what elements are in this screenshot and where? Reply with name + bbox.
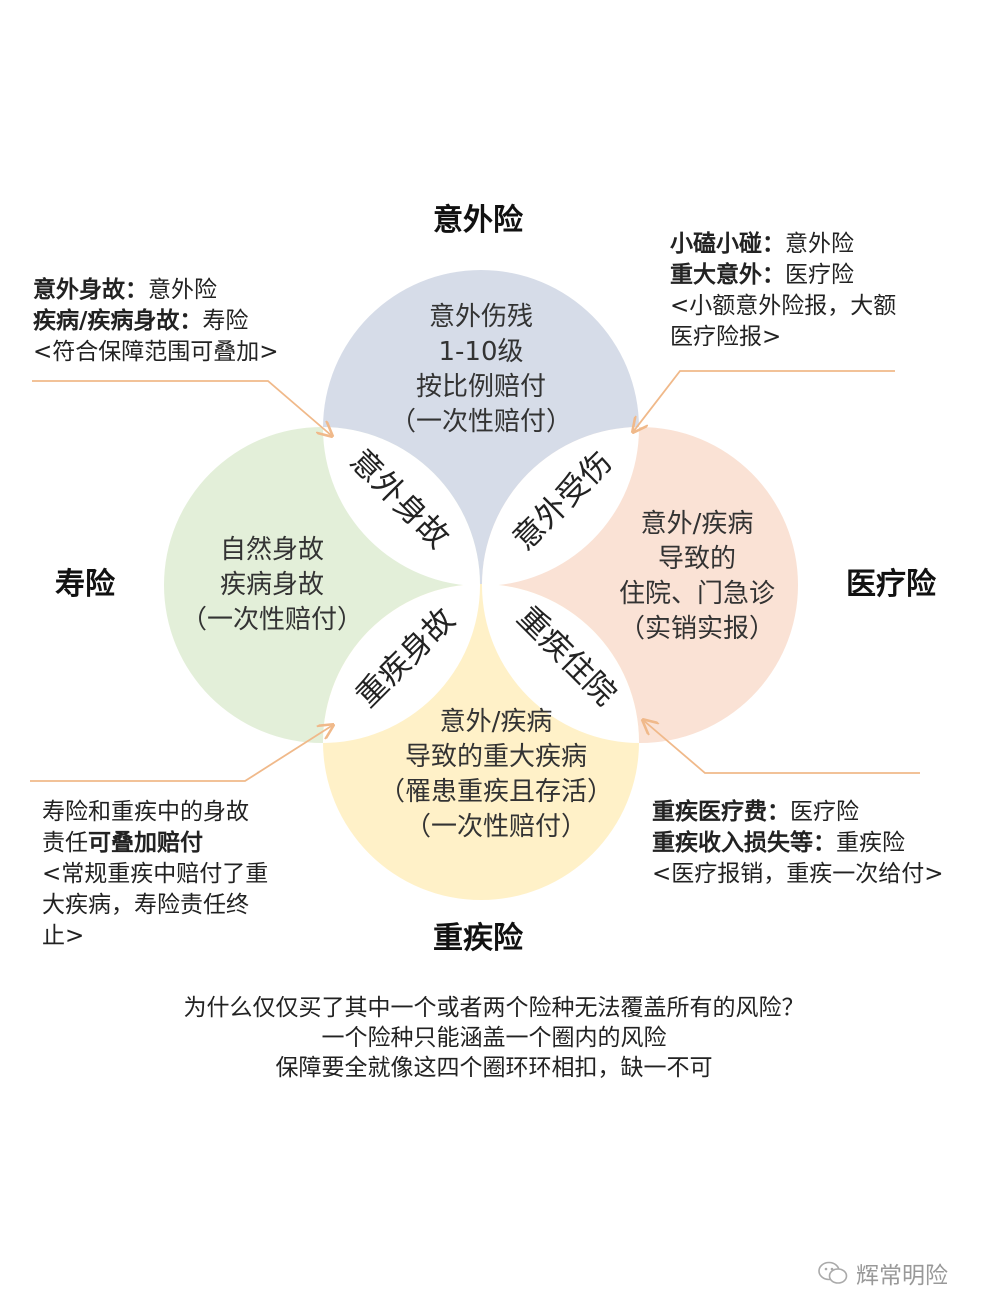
note-bl-text-2: 责任 — [42, 830, 88, 856]
medical-insurance-title: 医疗险 — [846, 567, 936, 602]
note-tr-text-3: <小额意外险报，大额 — [670, 293, 897, 319]
note-tr-bold-1: 小磕小碰： — [670, 231, 785, 257]
accident-line-4: （一次性赔付） — [389, 407, 572, 437]
life-insurance-title: 寿险 — [55, 567, 115, 602]
note-br-bold-1: 重疾医疗费： — [652, 799, 790, 825]
note-bottom-left: 寿险和重疾中的身故 责任可叠加赔付 <常规重疾中赔付了重 大疾病，寿险责任终 止… — [42, 797, 268, 952]
note-br-text-2: 重疾险 — [836, 830, 905, 856]
note-bottom-right: 重疾医疗费：医疗险 重疾收入损失等：重疾险 <医疗报销，重疾一次给付> — [652, 797, 944, 890]
brand-name: 辉常明险 — [856, 1263, 948, 1289]
medical-line-3: 住院、门急诊 — [618, 579, 775, 609]
bottom-line-3: 保障要全就像这四个圈环环相扣，缺一不可 — [275, 1055, 713, 1081]
life-line-2: 疾病身故 — [219, 570, 324, 600]
medical-line-1: 意外/疾病 — [640, 509, 754, 539]
accident-circle-text: 意外伤残 1-10级 按比例赔付 （一次性赔付） — [381, 300, 581, 440]
medical-circle-text: 意外/疾病 导致的 住院、门急诊 （实销实报） — [597, 507, 797, 647]
critical-line-4: （一次性赔付） — [404, 812, 587, 842]
life-line-3: （一次性赔付） — [180, 605, 363, 635]
note-bl-text-5: 止> — [42, 923, 85, 949]
wechat-icon — [818, 1261, 848, 1284]
note-top-left: 意外身故：意外险 疾病/疾病身故：寿险 <符合保障范围可叠加> — [33, 275, 279, 368]
arrow-bottom-left — [30, 725, 333, 782]
accident-line-2: 1-10级 — [438, 337, 524, 367]
accident-line-3: 按比例赔付 — [415, 372, 546, 402]
accident-insurance-title: 意外险 — [433, 203, 523, 238]
note-tl-text-3: <符合保障范围可叠加> — [33, 339, 279, 365]
bottom-caption: 为什么仅仅买了其中一个或者两个险种无法覆盖所有的风险？ 一个险种只能涵盖一个圈内… — [0, 993, 988, 1083]
life-line-1: 自然身故 — [219, 535, 324, 565]
note-tl-text-1: 意外险 — [148, 277, 217, 303]
petal-top-right — [482, 427, 639, 586]
note-tl-bold-1: 意外身故： — [33, 277, 148, 303]
note-top-right: 小磕小碰：意外险 重大意外：医疗险 <小额意外险报，大额 医疗险报> — [670, 229, 896, 353]
note-bl-text-1: 寿险和重疾中的身故 — [42, 799, 249, 825]
critical-circle-text: 意外/疾病 导致的重大疾病 （罹患重疾且存活） （一次性赔付） — [361, 705, 631, 845]
note-br-text-1: 医疗险 — [790, 799, 859, 825]
medical-line-2: 导致的 — [657, 544, 736, 574]
critical-line-1: 意外/疾病 — [439, 707, 553, 737]
arrow-top-right — [633, 370, 895, 432]
note-tr-text-2: 医疗险 — [785, 262, 854, 288]
note-bl-bold-2: 可叠加赔付 — [88, 830, 203, 856]
arrow-bottom-right — [643, 720, 920, 774]
note-br-bold-2: 重疾收入损失等： — [652, 830, 836, 856]
note-tl-text-2: 寿险 — [202, 308, 249, 334]
bottom-line-2: 一个险种只能涵盖一个圈内的风险 — [321, 1025, 667, 1051]
petal-top-left — [323, 427, 480, 586]
bottom-line-1: 为什么仅仅买了其中一个或者两个险种无法覆盖所有的风险？ — [183, 995, 805, 1021]
note-tr-text-1: 意外险 — [785, 231, 854, 257]
arrow-top-left — [32, 380, 332, 436]
note-bl-text-3: <常规重疾中赔付了重 — [42, 861, 269, 887]
note-tl-bold-2: 疾病/疾病身故： — [33, 308, 203, 334]
petal-bottom-left — [323, 584, 480, 743]
medical-line-4: （实销实报） — [618, 614, 775, 644]
critical-insurance-title: 重疾险 — [433, 921, 523, 956]
critical-line-2: 导致的重大疾病 — [404, 742, 587, 772]
petal-bottom-right — [482, 584, 639, 743]
note-tr-text-4: 医疗险报> — [670, 324, 782, 350]
note-br-text-3: <医疗报销，重疾一次给付> — [652, 861, 944, 887]
life-circle-text: 自然身故 疾病身故 （一次性赔付） — [172, 533, 372, 638]
critical-line-3: （罹患重疾且存活） — [378, 777, 613, 807]
note-bl-text-4: 大疾病，寿险责任终 — [42, 892, 249, 918]
note-tr-bold-2: 重大意外： — [670, 262, 785, 288]
accident-line-1: 意外伤残 — [428, 302, 533, 332]
brand-watermark: 辉常明险 — [818, 1256, 948, 1290]
